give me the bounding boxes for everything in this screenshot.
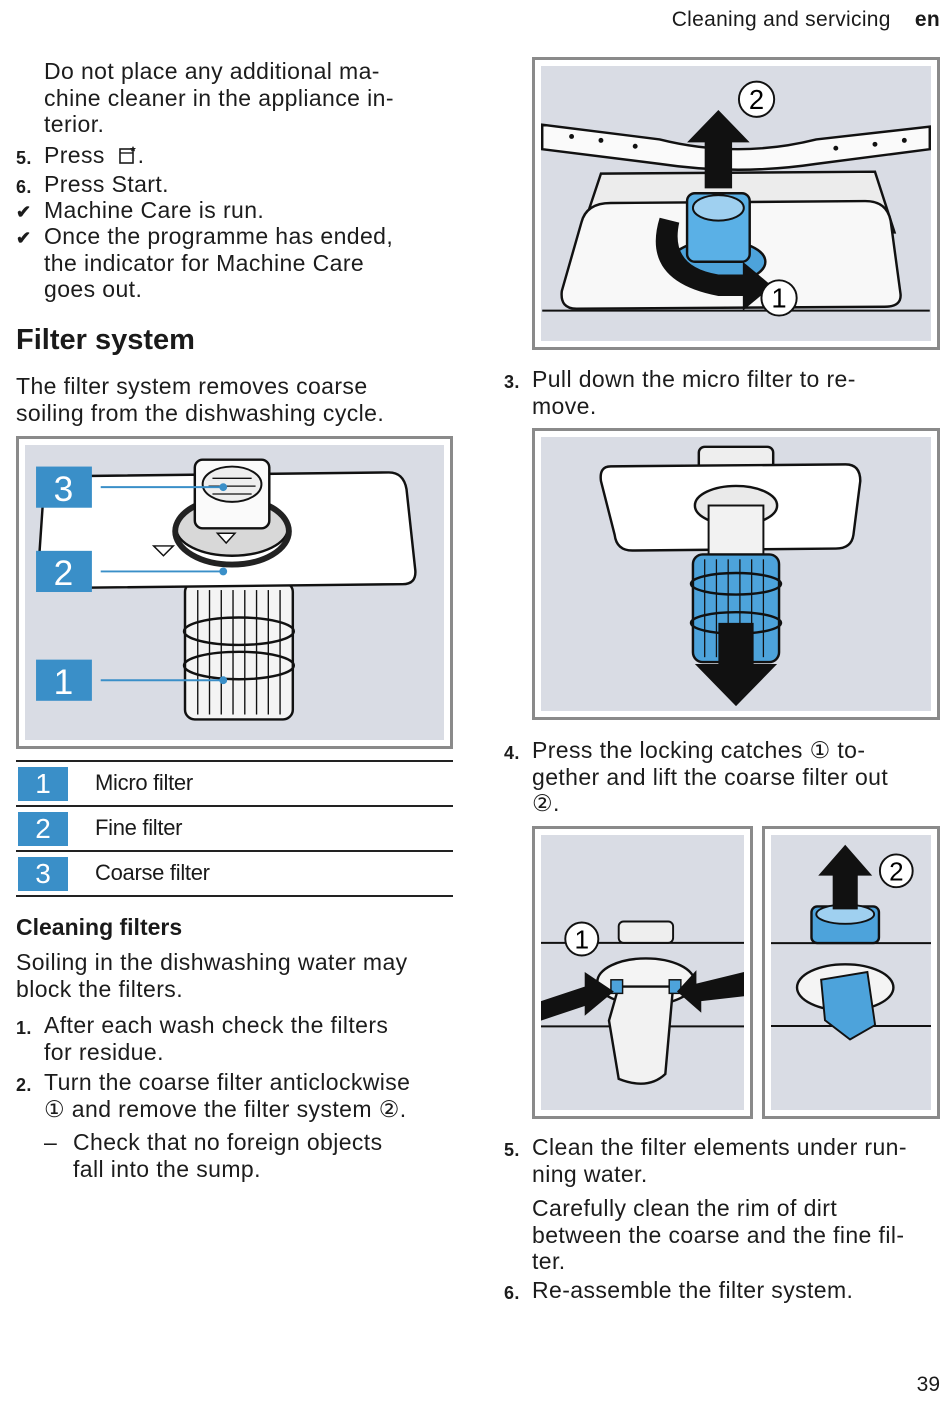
checkmark-icon: ✔	[16, 202, 32, 222]
step-text: Press	[44, 142, 105, 168]
text-line: Press the locking catches ① to-	[532, 737, 866, 763]
step-number: 3.	[504, 372, 520, 392]
text-line: Turn the coarse filter anticlockwise	[44, 1069, 411, 1095]
legend-row: 3 Coarse filter	[16, 852, 453, 897]
step-number: 5.	[16, 148, 32, 168]
legend-label: Coarse filter	[95, 860, 210, 885]
remove-micro-filter-illustration	[599, 445, 862, 707]
text-line: Soiling in the dishwashing water may	[16, 949, 408, 975]
header-section: Cleaning and servicing	[671, 8, 891, 31]
text-line: ① and remove the filter system ②.	[44, 1095, 407, 1122]
text-line: goes out.	[44, 276, 143, 302]
text-line: ②.	[532, 790, 560, 816]
step-text: Press Start.	[44, 171, 169, 197]
step-5-note: Carefully clean the rim of dirt between …	[532, 1195, 904, 1275]
cleaning-filters-heading: Cleaning filters	[16, 914, 183, 940]
step-text-after: .	[137, 142, 145, 168]
text-line: Carefully clean the rim of dirt	[532, 1195, 838, 1221]
step-number: 5.	[504, 1140, 520, 1160]
callout-2: 2	[54, 554, 74, 593]
step-number: 6.	[16, 177, 32, 197]
cleaning-filters-description: Soiling in the dishwashing water may blo…	[16, 949, 408, 1002]
intro-note: Do not place any additional ma- chine cl…	[44, 58, 394, 138]
legend-number: 2	[18, 812, 68, 846]
step-3-right: 3. Pull down the micro filter to re- mov…	[504, 366, 856, 419]
step-number: 6.	[504, 1283, 520, 1303]
text-line: Pull down the micro filter to re-	[532, 366, 856, 392]
text-line: chine cleaner in the appliance in-	[44, 84, 394, 111]
step-number: 4.	[504, 743, 520, 763]
text-line: gether and lift the coarse filter out	[532, 763, 889, 790]
step-5-right: 5. Clean the filter elements under run- …	[504, 1134, 907, 1187]
page-number: 39	[916, 1373, 940, 1396]
filter-system-heading: Filter system	[16, 324, 195, 356]
legend-top-rule	[16, 760, 453, 762]
fig1-label-1: 1	[771, 283, 786, 314]
machine-care-icon	[118, 144, 138, 164]
press-catches-figure: 1	[532, 826, 753, 1119]
step-5-left: 5. Press .	[16, 142, 456, 169]
turn-coarse-filter-illustration: 2 1	[541, 80, 931, 317]
text-line: The filter system removes coarse	[16, 373, 368, 399]
callout-3: 3	[54, 470, 74, 509]
text-line: terior.	[44, 111, 105, 137]
step-text: Re-assemble the filter system.	[532, 1277, 854, 1303]
text-line: Do not place any additional ma-	[44, 58, 380, 84]
filter-system-description: The filter system removes coarse soiling…	[16, 373, 384, 426]
text-line: soiling from the dishwashing cycle.	[16, 399, 385, 426]
legend-number: 1	[18, 767, 68, 801]
legend-label: Fine filter	[95, 815, 183, 840]
legend-label: Micro filter	[95, 770, 193, 795]
step-6-right: 6. Re-assemble the filter system.	[504, 1277, 853, 1304]
text-line: between the coarse and the fine fil-	[532, 1221, 905, 1248]
text-line: block the filters.	[16, 975, 183, 1002]
cleaning-step-2-sub: – Check that no foreign objects fall int…	[44, 1129, 383, 1182]
text-line: ning water.	[532, 1160, 648, 1187]
filter-system-illustration: 3 2 1	[36, 458, 417, 721]
step-6-left: 6. Press Start.	[16, 171, 169, 198]
text-line: Clean the filter elements under run-	[532, 1134, 907, 1160]
text-line: the indicator for Machine Care	[44, 249, 365, 276]
remove-micro-filter-figure	[532, 428, 940, 720]
text-line: fall into the sump.	[73, 1155, 261, 1182]
lift-coarse-filter-figure: 2	[762, 826, 940, 1119]
dash-bullet: –	[44, 1129, 58, 1155]
cleaning-step-2: 2. Turn the coarse filter anticlockwise …	[16, 1069, 410, 1122]
header-lang: en	[914, 8, 940, 31]
cleaning-step-1: 1. After each wash check the filters for…	[16, 1012, 388, 1065]
fig1-label-2: 2	[749, 84, 764, 115]
step-number: 2.	[16, 1075, 32, 1095]
callout-1: 1	[54, 663, 74, 702]
legend-number: 3	[18, 857, 68, 891]
text-line: for residue.	[44, 1038, 164, 1065]
text-line: Check that no foreign objects	[73, 1129, 383, 1155]
text-line: move.	[532, 392, 597, 419]
step-number: 1.	[16, 1018, 32, 1038]
running-header: Cleaning and servicing en	[672, 8, 940, 32]
step-4-right: 4. Press the locking catches ① to- gethe…	[504, 737, 888, 817]
turn-coarse-filter-figure: 2 1	[532, 57, 940, 350]
fig3-label-1: 1	[574, 925, 589, 955]
legend-row: 1 Micro filter	[16, 762, 453, 807]
legend-row: 2 Fine filter	[16, 807, 453, 852]
result-1: ✔ Machine Care is run.	[16, 197, 264, 224]
checkmark-icon: ✔	[16, 228, 32, 248]
result-text: Machine Care is run.	[44, 197, 265, 223]
fig3-label-2: 2	[889, 856, 903, 886]
filter-system-figure: 3 2 1	[16, 436, 453, 749]
text-line: ter.	[532, 1248, 566, 1274]
press-catches-illustration: 1	[541, 920, 744, 1085]
result-2: ✔ Once the programme has ended, the indi…	[16, 223, 393, 303]
lift-coarse-filter-illustration: 2	[771, 844, 931, 1041]
text-line: After each wash check the filters	[44, 1012, 389, 1038]
text-line: Once the programme has ended,	[44, 223, 394, 249]
